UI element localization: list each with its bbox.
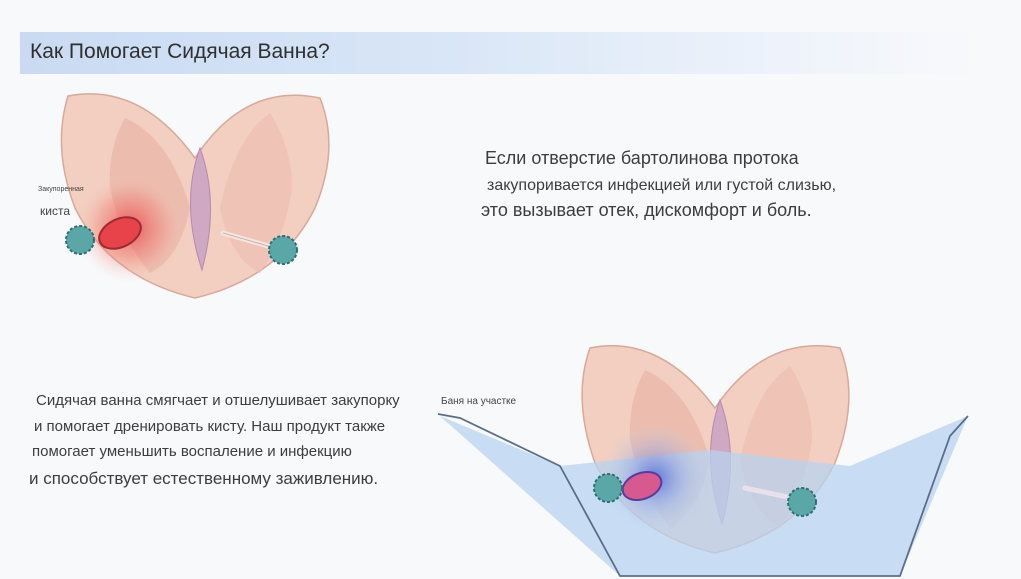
gland-left-bath	[593, 473, 623, 503]
vestibule	[190, 146, 211, 272]
gland-left	[65, 225, 95, 255]
tub-outline	[437, 413, 969, 577]
page-title: Как Помогает Сидячая Ванна?	[30, 40, 330, 63]
cyst-label: киста	[40, 204, 70, 218]
cyst	[98, 216, 142, 250]
top-text-line-3: это вызывает отек, дискомфорт и боль.	[481, 200, 812, 220]
bath-label: Баня на участке	[441, 396, 517, 407]
gland-right	[268, 235, 298, 265]
top-text-line-1: Если отверстие бартолинова протока	[485, 148, 799, 168]
bottom-text-line-3: помогает уменьшить воспаление и инфекцию	[32, 443, 352, 460]
bottom-text-line-1: Сидячая ванна смягчает и отшелушивает за…	[36, 392, 400, 409]
top-text-line-2: закупоривается инфекцией или густой слиз…	[487, 177, 837, 194]
bottom-text-line-4: и способствует естественному заживлению.	[29, 469, 379, 488]
cyst-bath	[621, 470, 663, 502]
bottom-text-line-2: и помогает дренировать кисту. Наш продук…	[34, 418, 386, 435]
bottom-illustration	[437, 345, 969, 577]
header-band	[20, 32, 980, 74]
gland-right-bath	[787, 487, 817, 517]
top-illustration	[60, 93, 330, 299]
cyst-label-small: Закупоренная	[38, 186, 84, 193]
